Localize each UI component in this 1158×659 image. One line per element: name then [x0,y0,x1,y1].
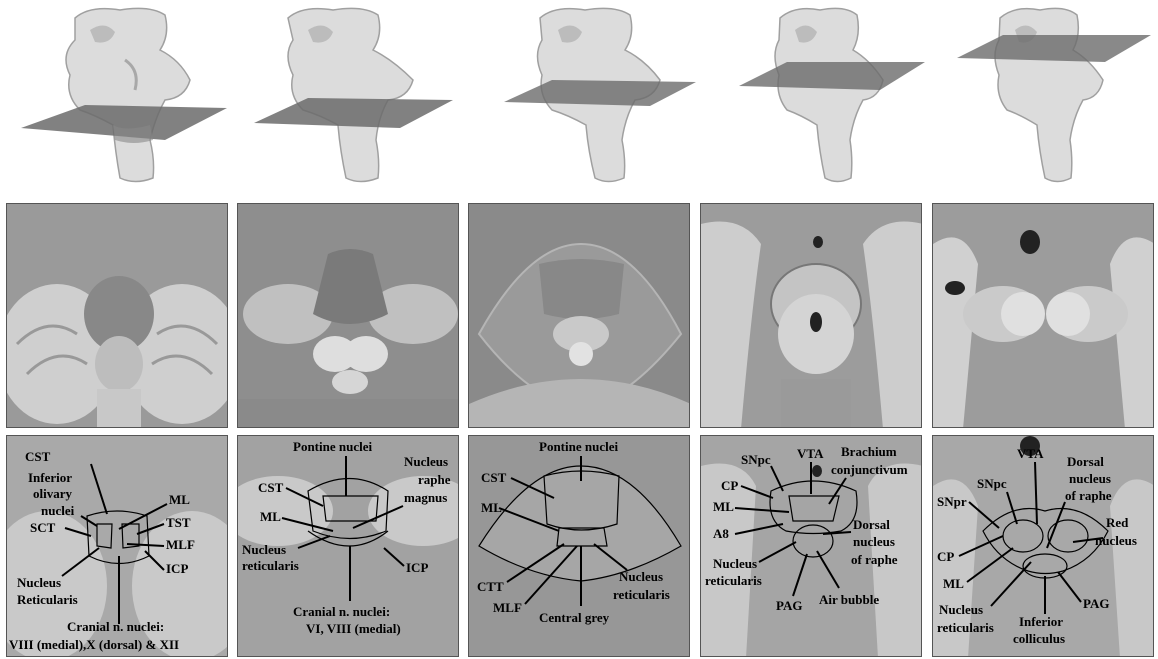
mri-row [0,203,1158,428]
label-cranial-2: VIII (medial),X (dorsal) & XII [9,637,179,652]
label-nucleus-reticularis-2: reticularis [937,620,994,635]
label-red-nucleus-2: nucleus [1095,533,1137,548]
label-raphe-2: raphe [418,472,451,487]
label-cranial-2: VI, VIII (medial) [306,621,401,636]
label-pag: PAG [1083,596,1109,611]
label-icp: ICP [166,561,188,576]
label-tst: TST [166,515,191,530]
label-ml: ML [943,576,964,591]
label-air-bubble: Air bubble [819,592,879,607]
label-inferior-colliculus-2: colliculus [1013,631,1065,646]
mri-image [933,204,1153,427]
label-nucleus-reticularis-2: reticularis [613,587,670,602]
label-nucleus-reticularis-2: reticularis [242,558,299,573]
label-ml: ML [481,500,502,515]
label-nucleus-reticularis-1: Nucleus [242,542,286,557]
label-ml: ML [713,499,734,514]
label-inferior-olivary-2: olivary [33,486,72,501]
mri-image [701,204,921,427]
brainstem-shape [65,7,191,183]
label-dorsal-raphe-1: Dorsal [853,517,890,532]
brainstem-contour [769,480,858,558]
label-cst: CST [25,449,51,464]
label-ctt: CTT [477,579,504,594]
label-pontine: Pontine nuclei [293,439,372,454]
label-nucleus-reticularis-1: Nucleus [713,556,757,571]
annotated-panel-4: SNpc VTA Brachium conjunctivum CP ML A8 … [700,435,922,657]
annotated-panel-5: VTA SNpc Dorsal nucleus of raphe SNpr Re… [932,435,1154,657]
mri-slice-2 [237,203,459,428]
model-row [0,0,1158,195]
mri-slice-3 [468,203,690,428]
cutting-plane [957,35,1151,62]
cutting-plane [739,62,925,90]
label-cst: CST [481,470,507,485]
label-snpc: SNpc [741,452,771,467]
brainstem-model-level-2 [254,7,453,183]
mri-image [238,204,458,427]
label-inferior-olivary-1: Inferior [28,470,72,485]
mri-slice-5 [932,203,1154,428]
brainstem-model-level-5 [957,7,1151,183]
label-vta: VTA [1017,446,1044,461]
label-snpr: SNpr [937,494,967,509]
label-central-grey: Central grey [539,610,610,625]
label-dorsal-raphe-2: nucleus [1069,471,1111,486]
label-nucleus-reticularis-2: Reticularis [17,592,78,607]
label-nucleus-reticularis-1: Nucleus [939,602,983,617]
brainstem-model-level-4 [739,7,925,183]
mri-image [469,204,689,427]
label-dorsal-raphe-1: Dorsal [1067,454,1104,469]
label-dorsal-raphe-3: of raphe [851,552,898,567]
label-pontine: Pontine nuclei [539,439,618,454]
brainstem-model-level-1 [21,7,227,183]
label-ml: ML [169,492,190,507]
label-cst: CST [258,480,284,495]
annotated-panel-3: Pontine nuclei CST ML CTT MLF Central gr… [468,435,690,657]
cutting-plane [504,80,696,106]
label-vta: VTA [797,446,824,461]
label-brachium-1: Brachium [841,444,897,459]
label-cp: CP [937,549,954,564]
annotated-panel-2: Pontine nuclei CST Nucleus raphe magnus … [237,435,459,657]
label-red-nucleus-1: Red [1106,515,1129,530]
mri-slice-1 [6,203,228,428]
label-dorsal-raphe-3: of raphe [1065,488,1112,503]
label-inferior-colliculus-1: Inferior [1019,614,1063,629]
cutting-plane [21,105,227,140]
label-snpc: SNpc [977,476,1007,491]
mri-image [7,204,227,427]
label-nucleus-reticularis-1: Nucleus [619,569,663,584]
label-a8: A8 [713,526,729,541]
annotated-panel-1: CST Inferior olivary nuclei SCT ML TST M… [6,435,228,657]
label-ml: ML [260,509,281,524]
label-sct: SCT [30,520,56,535]
label-cranial-1: Cranial n. nuclei: [67,619,164,634]
label-mlf: MLF [166,537,195,552]
label-inferior-olivary-3: nuclei [41,503,75,518]
label-mlf: MLF [493,600,522,615]
label-raphe-1: Nucleus [404,454,448,469]
brainstem-contour [478,465,682,582]
label-brachium-2: conjunctivum [831,462,908,477]
brainstem-contour [982,507,1109,579]
label-dorsal-raphe-2: nucleus [853,534,895,549]
label-cp: CP [721,478,738,493]
cutting-plane [254,98,453,128]
label-cranial-1: Cranial n. nuclei: [293,604,390,619]
label-nucleus-reticularis-2: reticularis [705,573,762,588]
label-raphe-3: magnus [404,490,447,505]
label-nucleus-reticularis-1: Nucleus [17,575,61,590]
annotation-row: CST Inferior olivary nuclei SCT ML TST M… [0,435,1158,657]
label-icp: ICP [406,560,428,575]
mri-slice-4 [700,203,922,428]
label-pag: PAG [776,598,802,613]
brainstem-model-level-3 [504,7,696,183]
